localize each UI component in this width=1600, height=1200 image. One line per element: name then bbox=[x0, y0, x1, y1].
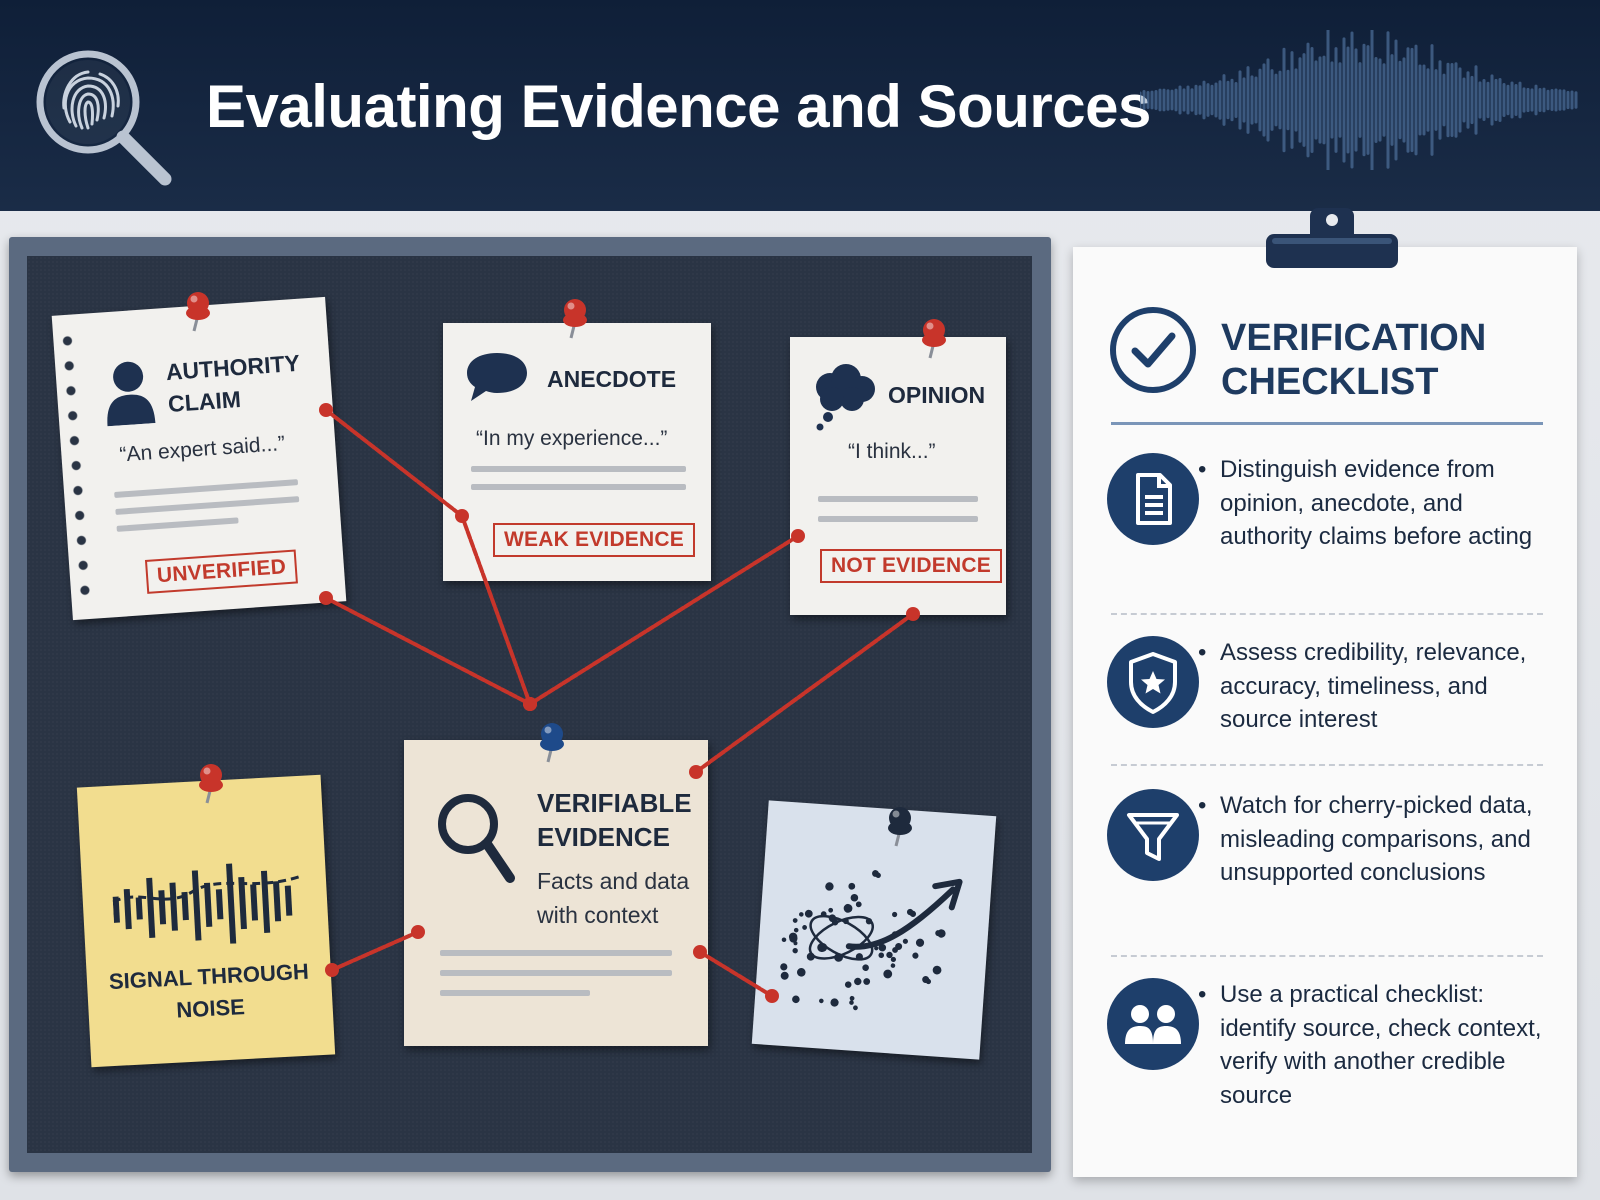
unverified-stamp: UNVERIFIED bbox=[144, 549, 299, 594]
text-line bbox=[471, 484, 686, 490]
text-line bbox=[471, 466, 686, 472]
checklist-item-text: Watch for cherry-picked data, misleading… bbox=[1198, 789, 1550, 890]
thought-bubble-icon bbox=[816, 364, 875, 431]
scatter-trend-icon bbox=[780, 870, 963, 1011]
checklist-title-line2: CHECKLIST bbox=[1221, 361, 1439, 403]
authority-quote: “An expert said...” bbox=[118, 431, 286, 467]
anecdote-card: ANECDOTE “In my experience...” WEAK EVID… bbox=[443, 323, 711, 581]
authority-label-line1: AUTHORITY bbox=[164, 349, 301, 386]
checklist-divider bbox=[1111, 422, 1543, 425]
text-line bbox=[440, 990, 590, 996]
weak-evidence-stamp: WEAK EVIDENCE bbox=[493, 523, 695, 557]
verifiable-desc-line1: Facts and data bbox=[537, 868, 690, 894]
opinion-quote: “I think...” bbox=[848, 440, 936, 463]
checklist-title-line1: VERIFICATION bbox=[1221, 317, 1487, 359]
checklist-item-text: Distinguish evidence from opinion, anecd… bbox=[1198, 453, 1550, 554]
binder-clip-icon bbox=[1266, 208, 1398, 268]
verifiable-label-line1: VERIFIABLE bbox=[537, 788, 692, 818]
dashed-separator bbox=[1111, 764, 1543, 766]
checkmark-circle-icon bbox=[1110, 307, 1196, 393]
verifiable-label-line2: EVIDENCE bbox=[537, 822, 670, 852]
dashed-separator bbox=[1111, 613, 1543, 615]
people-icon bbox=[1107, 978, 1199, 1070]
waveform-decoration bbox=[1140, 30, 1578, 170]
text-line bbox=[440, 970, 672, 976]
authority-claim-card: AUTHORITY CLAIM “An expert said...” UNVE… bbox=[51, 296, 347, 621]
text-line bbox=[116, 517, 239, 532]
person-icon bbox=[107, 361, 156, 427]
checklist-item-text: Use a practical checklist: identify sour… bbox=[1198, 978, 1550, 1112]
text-line bbox=[818, 496, 978, 502]
signal-through-noise-note: SIGNAL THROUGH NOISE bbox=[76, 774, 336, 1068]
document-icon bbox=[1107, 453, 1199, 545]
speech-bubble-icon bbox=[467, 353, 527, 401]
fingerprint-magnifier-icon bbox=[36, 50, 172, 186]
dashed-separator bbox=[1111, 955, 1543, 957]
magnifier-icon bbox=[438, 794, 515, 883]
shield-star-icon bbox=[1107, 636, 1199, 728]
anecdote-label: ANECDOTE bbox=[547, 366, 677, 392]
scatter-trend-note bbox=[751, 800, 997, 1060]
verifiable-desc-line2: with context bbox=[537, 902, 659, 928]
verifiable-evidence-card: VERIFIABLE EVIDENCE Facts and data with … bbox=[404, 740, 708, 1046]
checklist-item-text: Assess credibility, relevance, accuracy,… bbox=[1198, 636, 1550, 737]
header-banner: Evaluating Evidence and Sources bbox=[0, 0, 1600, 211]
text-line bbox=[114, 479, 299, 498]
opinion-label: OPINION bbox=[888, 382, 986, 408]
text-line bbox=[818, 516, 978, 522]
page-title: Evaluating Evidence and Sources bbox=[206, 73, 1151, 140]
checklist-title: VERIFICATION CHECKLIST bbox=[1221, 316, 1486, 404]
opinion-card: OPINION “I think...” NOT EVIDENCE bbox=[790, 337, 1006, 615]
text-line bbox=[440, 950, 672, 956]
anecdote-quote: “In my experience...” bbox=[476, 427, 668, 450]
signal-bars-icon bbox=[112, 863, 303, 944]
funnel-icon bbox=[1107, 789, 1199, 881]
text-line bbox=[115, 496, 300, 515]
authority-label-line2: CLAIM bbox=[167, 385, 242, 417]
not-evidence-stamp: NOT EVIDENCE bbox=[820, 549, 1002, 583]
